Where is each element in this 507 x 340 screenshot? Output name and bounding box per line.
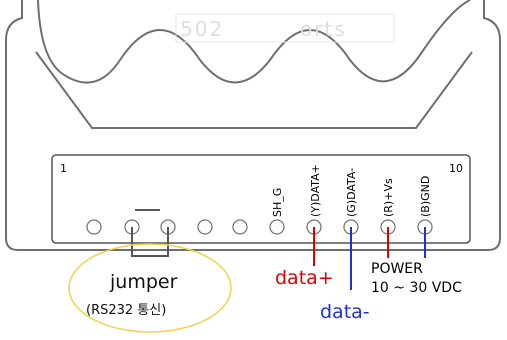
jumper-wire — [131, 227, 169, 257]
terminal-number-1: 1 — [60, 162, 67, 175]
terminal-pin-5 — [232, 219, 248, 235]
pin-label-data-plus: (Y)DATA+ — [309, 164, 322, 217]
jumper-subtitle: (RS232 통신) — [86, 303, 166, 318]
data-minus-label: data- — [320, 301, 370, 323]
jumper-title: jumper — [109, 271, 178, 293]
jumper-highlight-circle — [68, 243, 232, 333]
pin-label-gnd: (B)GND — [419, 176, 432, 217]
watermark-part-1: 502 — [180, 17, 224, 41]
enclosure-wave — [37, 0, 471, 84]
pin-label-shg: SH_G — [271, 188, 284, 217]
terminal-number-10: 10 — [449, 162, 463, 175]
terminal-pin-4 — [197, 219, 213, 235]
watermark-frame — [175, 13, 395, 43]
terminal-pin-1 — [86, 219, 102, 235]
power-title: POWER — [371, 261, 423, 277]
pin-label-data-minus: (G)DATA- — [345, 168, 358, 217]
watermark-part-2: orts — [300, 17, 347, 41]
data-plus-label: data+ — [275, 267, 334, 289]
pin-label-power: (R)+Vs — [382, 178, 395, 217]
terminal-pin-6 — [269, 219, 285, 235]
power-range: 10 ~ 30 VDC — [371, 280, 462, 296]
enclosure-base — [35, 51, 473, 129]
terminal-block — [51, 154, 471, 244]
